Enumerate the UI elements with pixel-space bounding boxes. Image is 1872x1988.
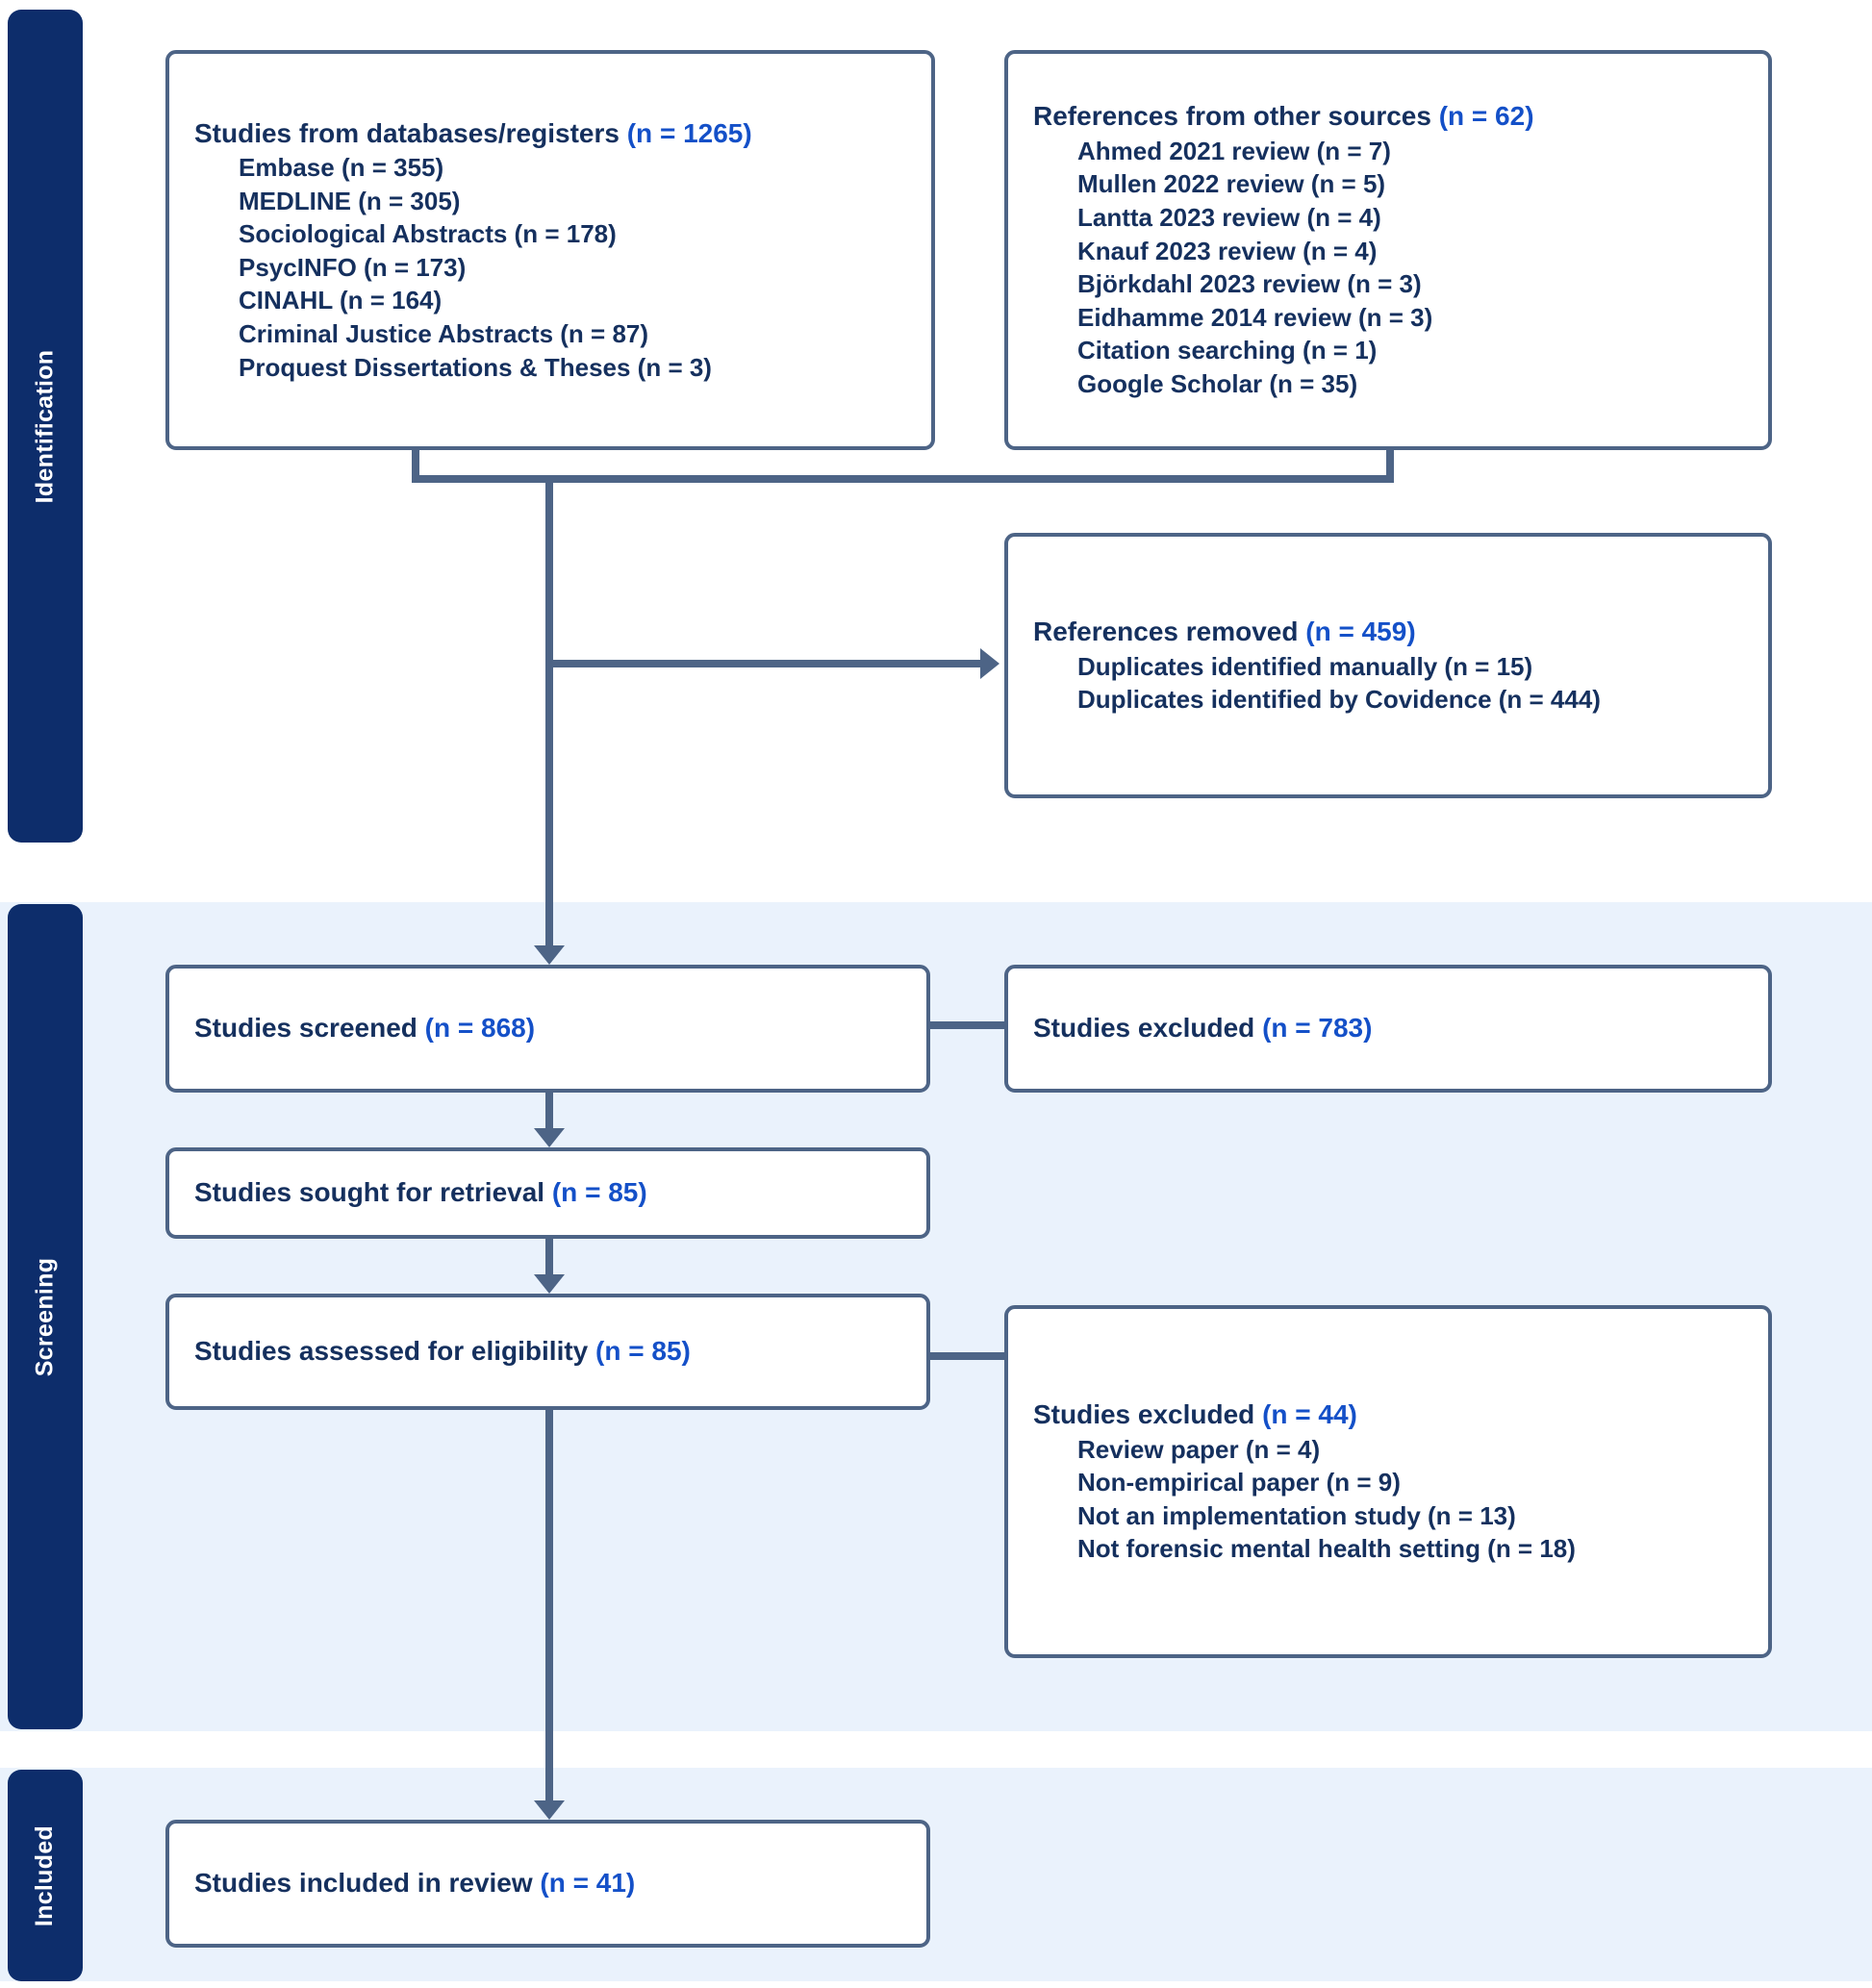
box-databases-title-line: Studies from databases/registers (n = 12… (194, 116, 906, 151)
box-other-sources-item: Citation searching (n = 1) (1077, 336, 1378, 365)
box-assessed-count: (n = 85) (595, 1336, 691, 1367)
box-databases-count: (n = 1265) (626, 117, 752, 148)
box-studies-excluded-screening: Studies excluded (n = 783) (1004, 965, 1772, 1093)
phase-tab-included-label: Included (31, 1824, 59, 1926)
box-screened-count: (n = 868) (424, 1013, 536, 1044)
box-included-title: Studies included in review (194, 1868, 533, 1899)
box-removed-item: Duplicates identified by Covidence (n = … (1077, 685, 1601, 715)
connector-assessed-arrowhead (534, 1274, 565, 1294)
connector-screened-arrowhead (534, 945, 565, 965)
connector-screened-excluded (930, 1021, 1076, 1029)
box-other-sources-item: Björkdahl 2023 review (n = 3) (1077, 269, 1422, 299)
connector-removed-branch (545, 660, 980, 667)
box-removed-count: (n = 459) (1305, 617, 1416, 647)
box-references-removed: References removed (n = 459) Duplicates … (1004, 533, 1772, 798)
box-included-title-line: Studies included in review (n = 41) (194, 1866, 901, 1900)
box-assessed-title-line: Studies assessed for eligibility (n = 85… (194, 1334, 901, 1369)
phase-tab-identification: Identification (8, 10, 83, 843)
phase-tab-identification-label: Identification (31, 349, 59, 503)
box-databases-registers: Studies from databases/registers (n = 12… (165, 50, 935, 450)
connector-assessed-included (545, 1410, 553, 1800)
box-removed-item: Duplicates identified manually (n = 15) (1077, 651, 1533, 681)
box-databases-item: PsycINFO (n = 173) (239, 252, 467, 282)
box-excluded-elig-title: Studies excluded (1033, 1399, 1255, 1430)
box-excluded-screen-title-line: Studies excluded (n = 783) (1033, 1011, 1743, 1045)
box-excluded-elig-item: Not an implementation study (n = 13) (1077, 1500, 1516, 1530)
box-other-sources-item: Eidhamme 2014 review (n = 3) (1077, 302, 1433, 332)
box-excluded-screen-title: Studies excluded (1033, 1013, 1255, 1044)
box-other-sources-item: Mullen 2022 review (n = 5) (1077, 169, 1386, 199)
box-screened-title: Studies screened (194, 1013, 417, 1044)
box-other-sources-title: References from other sources (1033, 101, 1431, 132)
box-databases-item: Criminal Justice Abstracts (n = 87) (239, 319, 649, 349)
box-sought-title-line: Studies sought for retrieval (n = 85) (194, 1175, 901, 1210)
box-other-sources-item: Google Scholar (n = 35) (1077, 368, 1358, 398)
box-included-count: (n = 41) (540, 1868, 636, 1899)
box-databases-item: Embase (n = 355) (239, 153, 444, 183)
box-screened-title-line: Studies screened (n = 868) (194, 1011, 901, 1045)
box-databases-item: Proquest Dissertations & Theses (n = 3) (239, 352, 712, 382)
box-other-sources-item: Ahmed 2021 review (n = 7) (1077, 136, 1391, 165)
box-databases-item: CINAHL (n = 164) (239, 286, 443, 315)
phase-tab-screening-label: Screening (31, 1257, 59, 1376)
connector-main-trunk-upper (545, 475, 553, 945)
box-removed-title: References removed (1033, 617, 1299, 647)
box-excluded-elig-title-line: Studies excluded (n = 44) (1033, 1397, 1743, 1432)
box-excluded-screen-count: (n = 783) (1262, 1013, 1373, 1044)
box-other-sources-count: (n = 62) (1438, 101, 1534, 132)
box-excluded-elig-item: Review paper (n = 4) (1077, 1434, 1321, 1464)
box-sought-title: Studies sought for retrieval (194, 1177, 545, 1208)
connector-merge-bus (412, 475, 1394, 483)
box-sought-count: (n = 85) (551, 1177, 647, 1208)
connector-assessed-excluded (930, 1352, 1076, 1360)
box-other-sources-item: Lantta 2023 review (n = 4) (1077, 203, 1381, 233)
connector-included-arrowhead (534, 1800, 565, 1820)
connector-removed-arrowhead (980, 648, 999, 679)
box-studies-assessed: Studies assessed for eligibility (n = 85… (165, 1294, 930, 1410)
phase-tab-included: Included (8, 1770, 83, 1981)
box-studies-screened: Studies screened (n = 868) (165, 965, 930, 1093)
connector-sought-assessed (545, 1239, 553, 1274)
phase-tab-screening: Screening (8, 904, 83, 1729)
box-databases-item: Sociological Abstracts (n = 178) (239, 219, 617, 249)
box-studies-excluded-eligibility: Studies excluded (n = 44) Review paper (… (1004, 1305, 1772, 1658)
box-removed-title-line: References removed (n = 459) (1033, 615, 1743, 649)
connector-other-sources-down (1386, 450, 1394, 481)
box-other-sources: References from other sources (n = 62) A… (1004, 50, 1772, 450)
box-excluded-elig-item: Not forensic mental health setting (n = … (1077, 1534, 1576, 1564)
box-studies-included: Studies included in review (n = 41) (165, 1820, 930, 1948)
box-studies-sought: Studies sought for retrieval (n = 85) (165, 1147, 930, 1239)
box-excluded-elig-item: Non-empirical paper (n = 9) (1077, 1468, 1401, 1497)
box-excluded-elig-count: (n = 44) (1262, 1399, 1357, 1430)
connector-databases-down (412, 450, 419, 481)
box-assessed-title: Studies assessed for eligibility (194, 1336, 589, 1367)
box-databases-title: Studies from databases/registers (194, 117, 620, 148)
box-databases-item: MEDLINE (n = 305) (239, 186, 461, 215)
connector-screened-sought (545, 1093, 553, 1128)
box-other-sources-item: Knauf 2023 review (n = 4) (1077, 236, 1378, 265)
box-other-sources-title-line: References from other sources (n = 62) (1033, 99, 1743, 134)
connector-sought-arrowhead (534, 1128, 565, 1147)
